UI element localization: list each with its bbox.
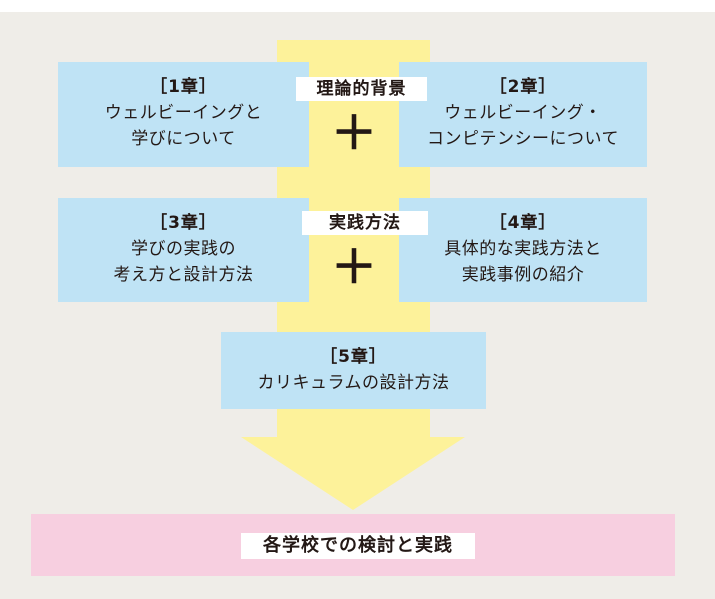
chapter-2-number: ［2章］ — [489, 77, 557, 97]
chapter-4-title-line1: 具体的な実践方法と — [444, 239, 602, 259]
chapter-5-box: ［5章］ カリキュラムの設計方法 — [221, 332, 486, 409]
theory-label: 理論的背景 — [296, 77, 427, 101]
chapter-5-number: ［5章］ — [320, 347, 387, 367]
chapter-2-title-line1: ウェルビーイング・ — [444, 103, 602, 123]
chapter-2-title-line2: コンピテンシーについて — [427, 129, 619, 149]
chapter-5-title-line1: カリキュラムの設計方法 — [257, 373, 450, 393]
chapter-3-title-line2: 考え方と設計方法 — [113, 265, 254, 285]
chapter-4-title-line2: 実践事例の紹介 — [461, 265, 585, 285]
chapter-1-box: ［1章］ ウェルビーイングと 学びについて — [58, 62, 309, 167]
chapter-4-number: ［4章］ — [489, 213, 557, 233]
chapter-4-box: ［4章］ 具体的な実践方法と 実践事例の紹介 — [399, 198, 647, 302]
chapter-1-number: ［1章］ — [150, 77, 217, 97]
chapter-3-box: ［3章］ 学びの実践の 考え方と設計方法 — [58, 198, 309, 302]
chapter-3-title-line1: 学びの実践の — [131, 239, 236, 259]
chapter-2-box: ［2章］ ウェルビーイング・ コンピテンシーについて — [399, 62, 647, 167]
plus-icon-row2: ＋ — [331, 240, 377, 294]
practice-label: 実践方法 — [302, 211, 428, 235]
chapter-3-number: ［3章］ — [150, 213, 217, 233]
result-label: 各学校での検討と実践 — [241, 533, 475, 559]
chapter-1-title-line1: ウェルビーイングと — [104, 103, 263, 123]
chapter-1-title-line2: 学びについて — [131, 129, 236, 149]
plus-icon-row1: ＋ — [331, 106, 377, 160]
